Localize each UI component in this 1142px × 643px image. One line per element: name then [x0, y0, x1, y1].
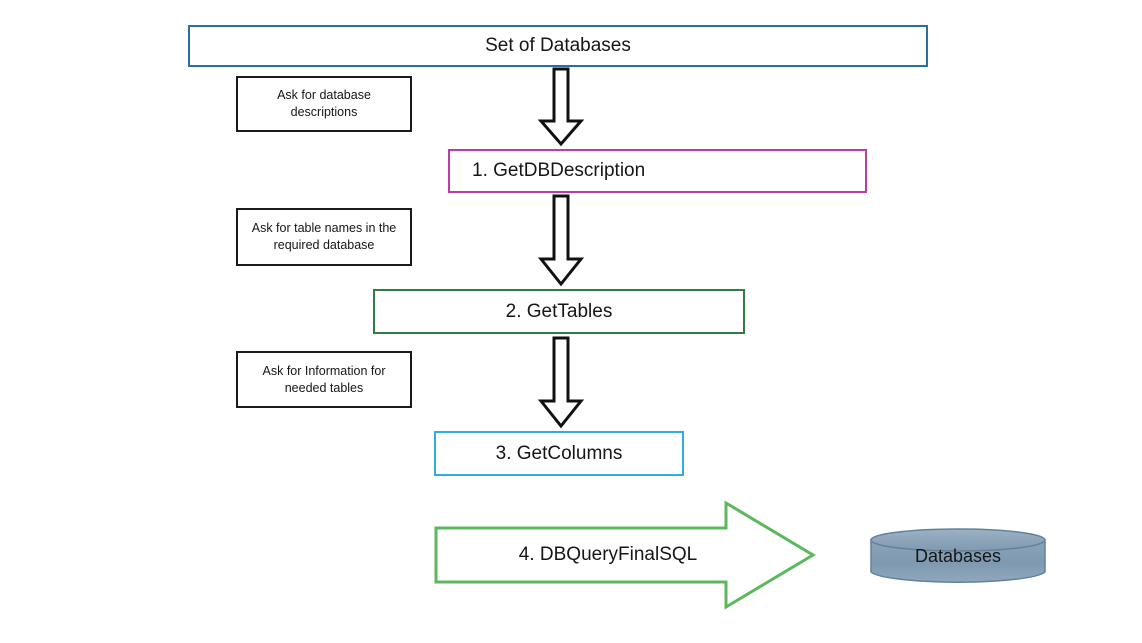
note-label: Ask for Information for needed tables [262, 363, 386, 395]
node-step-1-getdbdescription[interactable]: 1. GetDBDescription [448, 149, 867, 193]
node-label: 1. GetDBDescription [472, 160, 646, 182]
note-label: Ask for table names in the required data… [251, 221, 397, 252]
node-step-4-dbqueryfinalsql[interactable]: 4. DBQueryFinalSQL [434, 500, 816, 610]
note-label: Ask for database descriptions [277, 88, 371, 119]
arrow-down-icon-1 [538, 67, 584, 147]
node-label: 3. GetColumns [495, 442, 623, 464]
note-ask-for-information-needed-tables[interactable]: Ask for Information for needed tables [236, 351, 412, 408]
arrow-down-icon-2 [538, 194, 584, 287]
datastore-databases[interactable]: Databases [869, 527, 1047, 585]
arrow-down-icon-3 [538, 336, 584, 429]
node-step-2-gettables[interactable]: 2. GetTables [373, 289, 745, 334]
node-label: 2. GetTables [505, 300, 613, 322]
note-ask-for-database-descriptions[interactable]: Ask for database descriptions [236, 76, 412, 132]
node-set-of-databases[interactable]: Set of Databases [188, 25, 928, 67]
node-step-3-getcolumns[interactable]: 3. GetColumns [434, 431, 684, 476]
node-label: Set of Databases [485, 35, 631, 57]
note-ask-for-table-names[interactable]: Ask for table names in the required data… [236, 208, 412, 266]
